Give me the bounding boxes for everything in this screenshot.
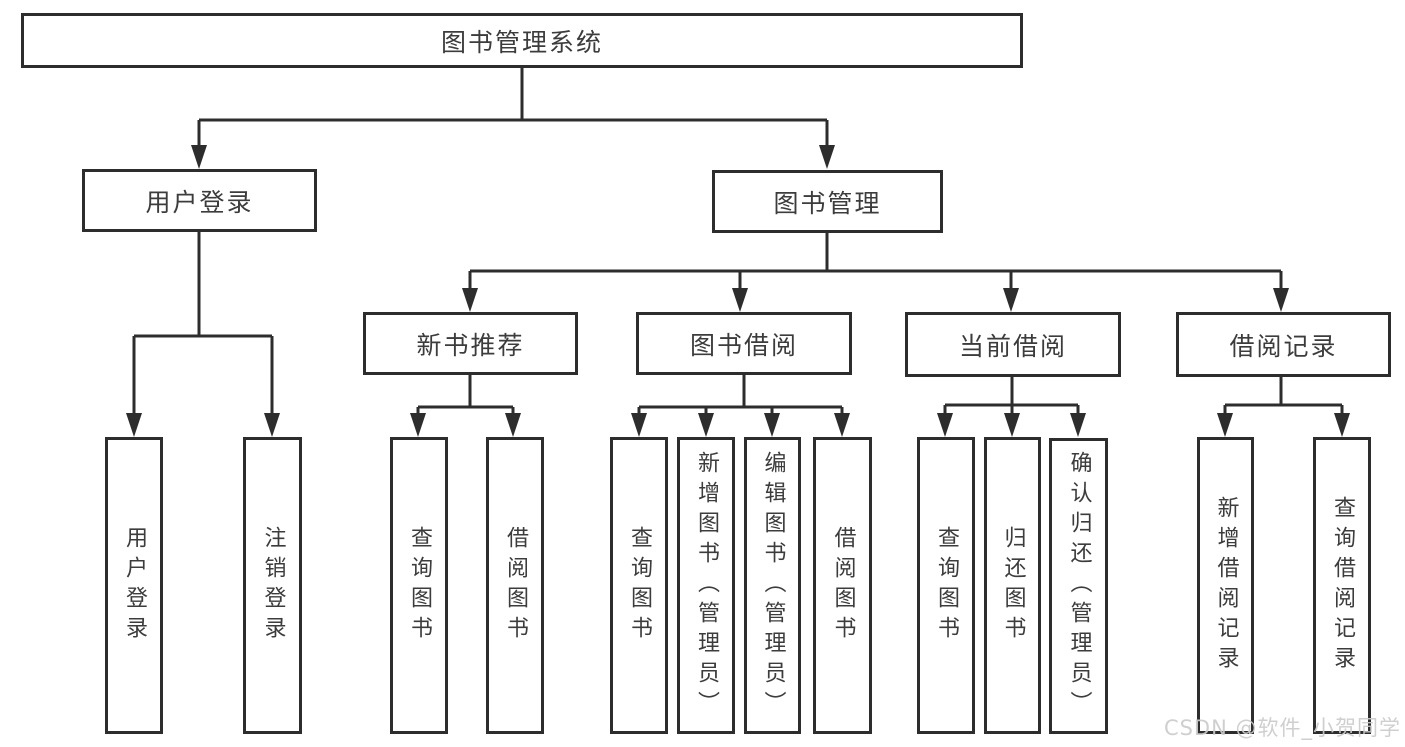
leaf-return-books: 归还图书 — [984, 437, 1041, 734]
leaf-query-books-recommend: 查询图书 — [390, 437, 448, 734]
leaf-edit-books-admin: 编辑图书（管理员） — [744, 437, 801, 734]
leaf-add-books-admin: 新增图书（管理员） — [677, 437, 735, 734]
leaf-borrow-books-recommend: 借阅图书 — [486, 437, 544, 734]
leaf-logout: 注销登录 — [243, 437, 302, 734]
leaf-query-books-current: 查询图书 — [917, 437, 975, 734]
leaf-confirm-return-admin: 确认归还（管理员） — [1049, 438, 1108, 734]
node-borrowing-records: 借阅记录 — [1176, 312, 1391, 377]
node-root-system: 图书管理系统 — [21, 13, 1023, 68]
node-user-login: 用户登录 — [82, 169, 317, 232]
leaf-query-books-borrowing: 查询图书 — [610, 437, 668, 734]
node-book-management: 图书管理 — [712, 170, 943, 233]
leaf-borrow-books-borrowing: 借阅图书 — [813, 437, 872, 734]
leaf-query-borrow-record: 查询借阅记录 — [1313, 437, 1371, 734]
csdn-watermark: CSDN @软件_小贺同学 — [1163, 716, 1401, 740]
leaf-add-borrow-record: 新增借阅记录 — [1197, 437, 1254, 734]
node-new-book-recommendation: 新书推荐 — [363, 312, 578, 375]
node-current-borrowing: 当前借阅 — [905, 312, 1121, 377]
node-book-borrowing: 图书借阅 — [636, 312, 852, 375]
leaf-user-login: 用户登录 — [105, 437, 163, 734]
